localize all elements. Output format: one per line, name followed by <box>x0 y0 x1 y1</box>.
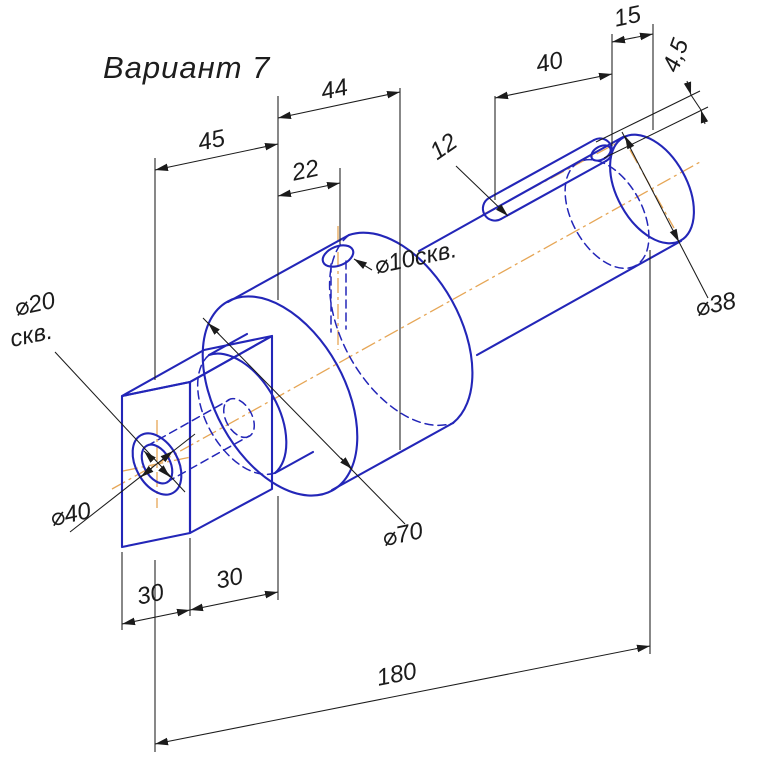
dim-arrow-4-5-bottom <box>700 109 709 125</box>
leader-hole20-arrow-1 <box>143 450 156 463</box>
dim-label-dia70: ⌀70 <box>380 517 426 552</box>
cyl40-bottom-silhouette <box>273 450 315 475</box>
leader-hole10 <box>353 258 373 271</box>
keyway-edge-1 <box>487 138 596 200</box>
dim-label-15: 15 <box>612 1 644 33</box>
boss40-face-ellipse <box>131 432 183 496</box>
dim-label-12: 12 <box>425 128 462 165</box>
dimension-labels: Вариант 7 45 44 22 40 15 4,5 12 ⌀10скв. … <box>8 1 739 692</box>
leader-width12 <box>455 165 509 217</box>
cyl38-top-silhouette <box>417 135 625 253</box>
dim-label-dia40: ⌀40 <box>48 497 94 532</box>
leader-dia38-arrow-2 <box>624 135 635 150</box>
cyl38-end-ellipse <box>609 133 695 245</box>
leader-hole20-arrow-2 <box>158 465 171 478</box>
dim-label-hole10: ⌀10скв. <box>372 236 459 280</box>
dim-label-22: 22 <box>289 155 322 187</box>
dim-line-45 <box>154 142 279 172</box>
leader-dia38-arrow-1 <box>669 228 680 243</box>
keyway-edge-2 <box>499 159 608 221</box>
keyway-right-cap <box>592 137 614 163</box>
dim-label-4-5: 4,5 <box>658 35 695 76</box>
dim-line-30b <box>189 590 279 612</box>
leader-dia70-arrow-1 <box>207 322 220 335</box>
main-axis-centerline <box>111 161 701 490</box>
dim-line-40 <box>494 72 613 100</box>
leader-dia70 <box>202 317 406 525</box>
keyway-centerline <box>481 143 616 216</box>
leader-dia40-arrow-1 <box>140 465 154 478</box>
dim-label-180: 180 <box>374 657 419 691</box>
dim-line-30a <box>121 608 191 626</box>
cyl70-hidden-rim <box>328 234 454 427</box>
leader-dia40 <box>69 433 196 533</box>
end-face-centerline <box>629 149 675 229</box>
keyway-end-bottom-ellipse <box>590 144 612 162</box>
dim-label-44: 44 <box>319 74 351 106</box>
dim-label-hole20-line2: скв. <box>8 318 55 353</box>
dimension-lines <box>54 24 709 752</box>
cyl70-back-rim <box>347 231 474 425</box>
leader-dia40-arrow-2 <box>160 450 174 463</box>
cyl70-bottom-silhouette <box>330 421 455 492</box>
dim-line-22 <box>277 181 341 198</box>
drawing-title: Вариант 7 <box>103 50 271 85</box>
dim-line-4-5 <box>690 94 702 111</box>
dim-line-44 <box>277 90 401 120</box>
dim-label-hole20-line1: ⌀20 <box>12 287 58 322</box>
block-side-face <box>188 334 274 535</box>
cyl40-front-rim <box>207 352 288 475</box>
cyl70-top-silhouette <box>226 233 351 304</box>
keyway-left-cap <box>481 196 503 222</box>
dim-label-dia38: ⌀38 <box>693 287 739 322</box>
cyl38-bottom-silhouette <box>475 239 683 357</box>
ext-line-keydepth-bottom <box>603 106 709 159</box>
dim-label-40: 40 <box>534 47 566 79</box>
centerlines <box>111 143 701 508</box>
dim-line-180 <box>154 644 651 746</box>
leader-hole20 <box>54 351 186 493</box>
part-outline <box>120 133 695 549</box>
hole20-exit-ellipse <box>222 397 256 439</box>
dim-line-15 <box>611 32 654 44</box>
hole10-ellipse <box>321 244 355 268</box>
dim-arrow-4-5-top <box>683 80 692 96</box>
leader-dia70-arrow-2 <box>340 457 353 470</box>
leader-dia38 <box>621 131 709 299</box>
cyl40-hidden-rim <box>196 354 276 476</box>
ext-line-keydepth-top <box>595 90 701 143</box>
cyl40-top-silhouette <box>207 332 249 357</box>
dim-label-45: 45 <box>196 125 228 157</box>
dim-label-30a: 30 <box>135 579 167 611</box>
dim-label-30b: 30 <box>214 563 246 595</box>
